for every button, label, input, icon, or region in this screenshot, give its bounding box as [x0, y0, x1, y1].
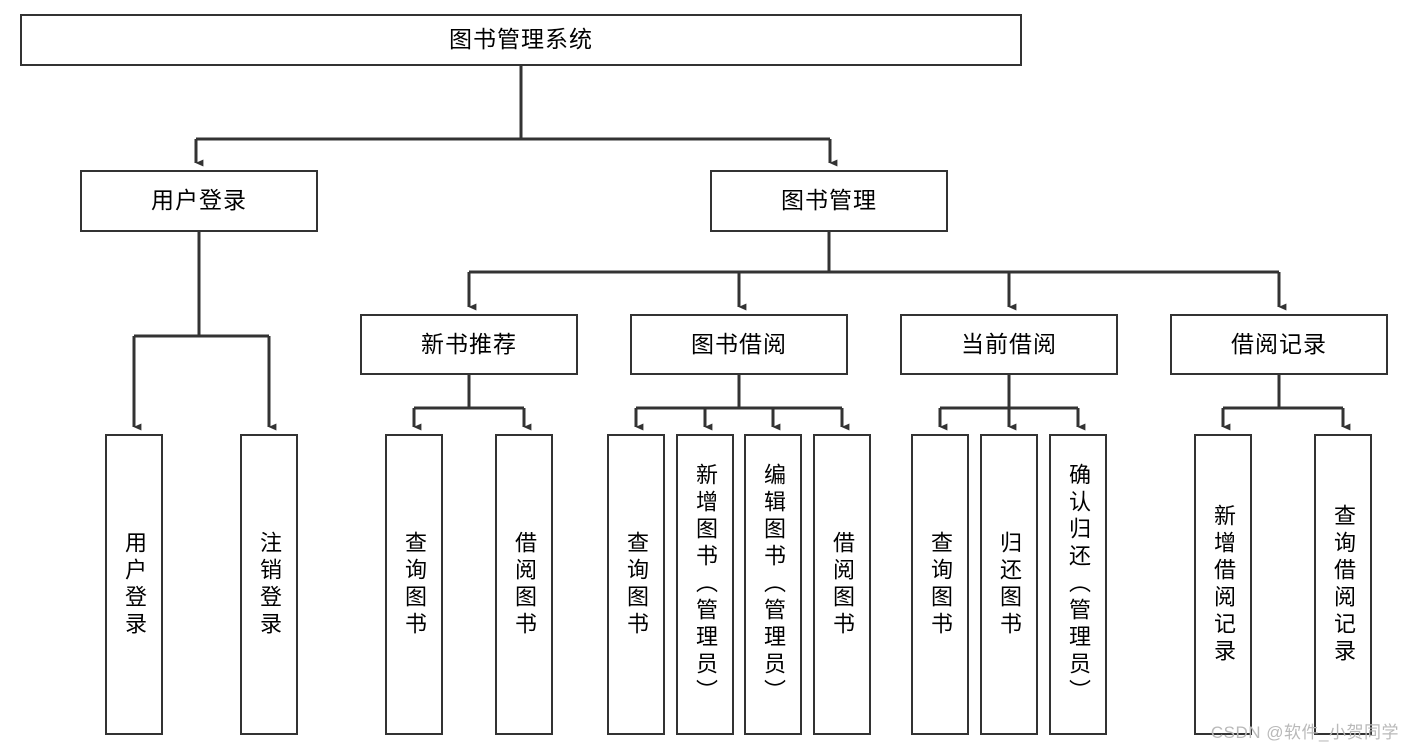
node-label: 编辑图书（管理员） [761, 463, 786, 706]
node-leaf-confirm-return[interactable]: 确认归还（管理员） [1049, 434, 1107, 735]
node-label: 借阅记录 [1231, 330, 1327, 357]
node-leaf-logout[interactable]: 注销登录 [240, 434, 298, 735]
node-leaf-query-book-2[interactable]: 查询图书 [607, 434, 665, 735]
node-leaf-add-book[interactable]: 新增图书（管理员） [676, 434, 734, 735]
node-leaf-return-book[interactable]: 归还图书 [980, 434, 1038, 735]
node-label: 图书管理 [781, 187, 877, 214]
node-label: 图书借阅 [691, 330, 787, 357]
node-leaf-add-record[interactable]: 新增借阅记录 [1194, 434, 1252, 735]
node-borrow-record[interactable]: 借阅记录 [1170, 314, 1388, 375]
node-label: 图书管理系统 [449, 26, 593, 53]
node-label: 查询图书 [928, 530, 953, 639]
node-root-system[interactable]: 图书管理系统 [20, 14, 1022, 66]
node-leaf-query-record[interactable]: 查询借阅记录 [1314, 434, 1372, 735]
node-book-borrow[interactable]: 图书借阅 [630, 314, 848, 375]
node-leaf-user-login[interactable]: 用户登录 [105, 434, 163, 735]
node-leaf-borrow-book-2[interactable]: 借阅图书 [813, 434, 871, 735]
node-label: 归还图书 [997, 530, 1022, 639]
node-label: 当前借阅 [961, 330, 1057, 357]
node-user-login[interactable]: 用户登录 [80, 170, 318, 232]
node-label: 查询图书 [402, 530, 427, 639]
node-label: 用户登录 [122, 530, 147, 639]
node-label: 注销登录 [257, 530, 282, 639]
node-new-book-recommend[interactable]: 新书推荐 [360, 314, 578, 375]
node-label: 新增借阅记录 [1211, 503, 1236, 666]
node-book-management[interactable]: 图书管理 [710, 170, 948, 232]
node-leaf-query-book-3[interactable]: 查询图书 [911, 434, 969, 735]
node-label: 确认归还（管理员） [1066, 463, 1091, 706]
node-leaf-edit-book[interactable]: 编辑图书（管理员） [744, 434, 802, 735]
node-label: 借阅图书 [512, 530, 537, 639]
node-current-borrow[interactable]: 当前借阅 [900, 314, 1118, 375]
csdn-watermark: CSDN @软件_小贺同学 [1210, 723, 1399, 742]
node-label: 新书推荐 [421, 330, 517, 357]
node-label: 查询借阅记录 [1331, 503, 1356, 666]
node-label: 借阅图书 [830, 530, 855, 639]
node-label: 查询图书 [624, 530, 649, 639]
node-label: 用户登录 [151, 187, 247, 214]
node-leaf-borrow-book-1[interactable]: 借阅图书 [495, 434, 553, 735]
node-leaf-query-book-1[interactable]: 查询图书 [385, 434, 443, 735]
node-label: 新增图书（管理员） [693, 463, 718, 706]
